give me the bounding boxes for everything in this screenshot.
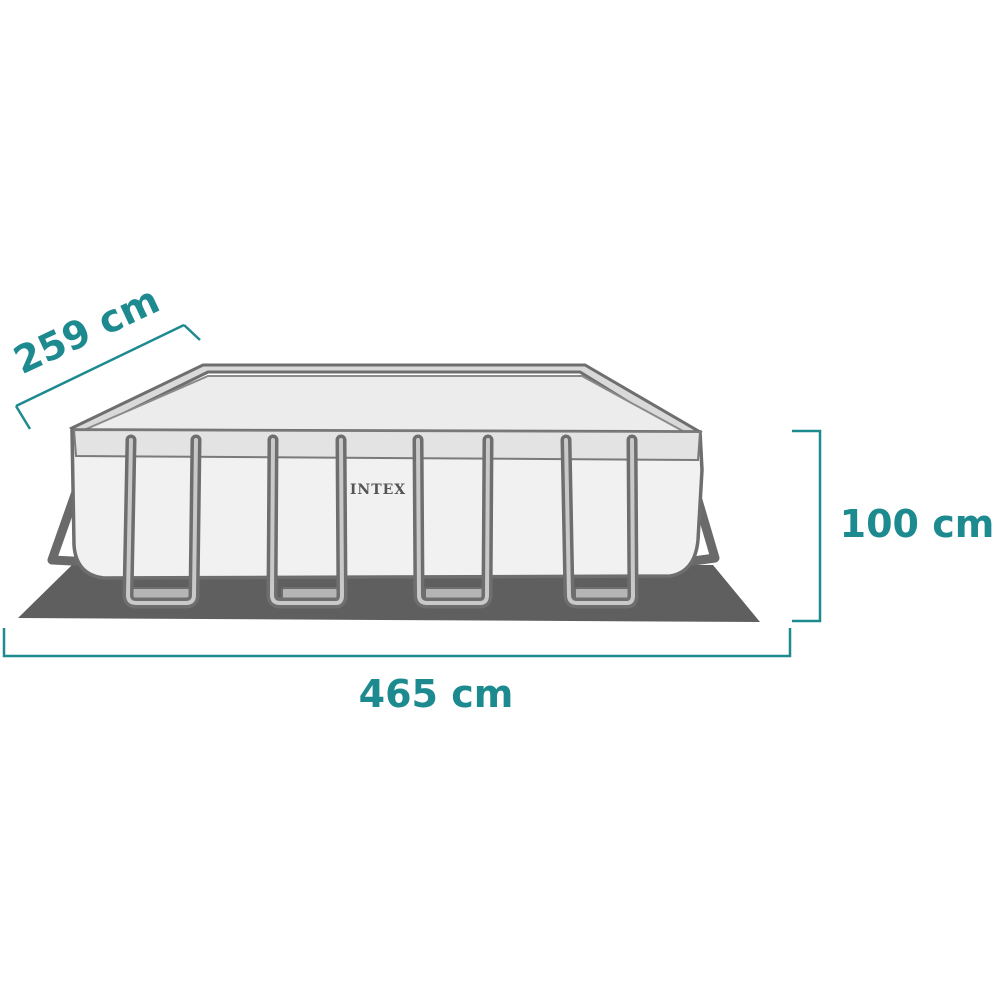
- pool-wall-band: [72, 428, 702, 462]
- pool-wall: [70, 428, 704, 580]
- frame-legs-highlight: [126, 438, 635, 605]
- height-dimension: 100 cm: [792, 429, 995, 623]
- length-dimension: 465 cm: [2, 628, 792, 716]
- height-dimension-bracket: [792, 429, 822, 623]
- right-side-support: [685, 488, 720, 567]
- length-dimension-label: 465 cm: [359, 672, 514, 716]
- brand-logo: INTEX: [350, 482, 406, 498]
- depth-dimension-tick: [14, 405, 32, 430]
- depth-dimension-tick: [183, 324, 201, 341]
- height-dimension-label: 100 cm: [840, 502, 995, 546]
- depth-dimension-line: [15, 323, 185, 408]
- length-dimension-bracket: [2, 628, 792, 658]
- depth-dimension-label: 259 cm: [7, 278, 166, 383]
